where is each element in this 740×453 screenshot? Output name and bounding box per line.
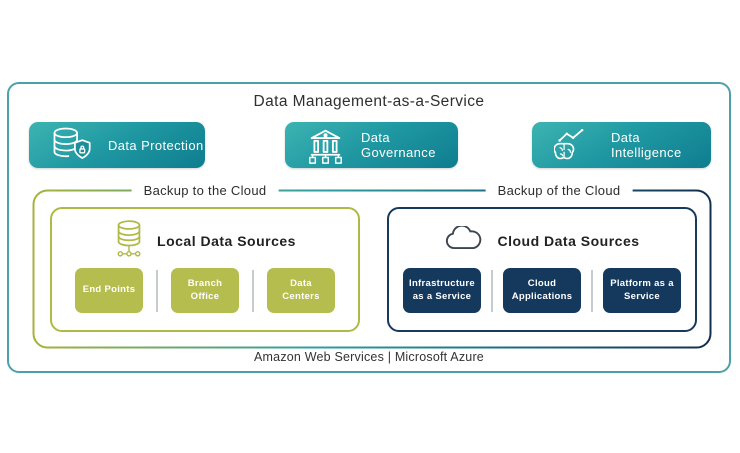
cloud-applications-chip[interactable]: Cloud Applications (503, 268, 581, 313)
backup-of-cloud-label: Backup of the Cloud (485, 181, 633, 201)
service-label: Data Governance (361, 130, 436, 160)
cloud-items-row: Infrastructure as a Service Cloud Applic… (403, 268, 681, 313)
data-intelligence-button[interactable]: Data Intelligence (532, 122, 711, 168)
dmaas-container: Data Management-as-a-Service (7, 82, 731, 373)
service-label: Data Protection (108, 137, 204, 153)
cloud-icon (444, 224, 484, 256)
iaas-chip[interactable]: Infrastructure as a Service (403, 268, 481, 313)
cloud-data-sources-box: Cloud Data Sources Infrastructure as a S… (387, 207, 697, 332)
database-network-icon (114, 219, 144, 264)
data-governance-button[interactable]: Data Governance (285, 122, 458, 168)
branch-office-chip[interactable]: Branch Office (171, 268, 239, 313)
data-protection-button[interactable]: Data Protection (29, 122, 205, 168)
brain-chart-icon (554, 127, 594, 163)
divider (252, 269, 254, 312)
local-items-row: End Points Branch Office Data Centers (75, 268, 335, 313)
box-heading-text: Cloud Data Sources (497, 233, 640, 249)
local-data-sources-heading: Local Data Sources (114, 219, 296, 264)
end-points-chip[interactable]: End Points (75, 268, 143, 313)
backup-to-cloud-label: Backup to the Cloud (131, 181, 279, 201)
providers-footer-text: Amazon Web Services | Microsoft Azure (254, 350, 484, 364)
service-label: Data Intelligence (611, 130, 682, 160)
bank-icon (307, 127, 344, 164)
divider (491, 269, 493, 312)
local-data-sources-box: Local Data Sources End Points Branch Off… (50, 207, 360, 332)
cloud-data-sources-heading: Cloud Data Sources (444, 221, 639, 261)
box-heading-text: Local Data Sources (157, 233, 296, 249)
database-shield-icon (51, 126, 91, 164)
page-title: Data Management-as-a-Service (253, 93, 485, 110)
backup-bracket-outline (32, 189, 712, 349)
paas-chip[interactable]: Platform as a Service (603, 268, 681, 313)
divider (591, 269, 593, 312)
divider (156, 269, 158, 312)
data-centers-chip[interactable]: Data Centers (267, 268, 335, 313)
